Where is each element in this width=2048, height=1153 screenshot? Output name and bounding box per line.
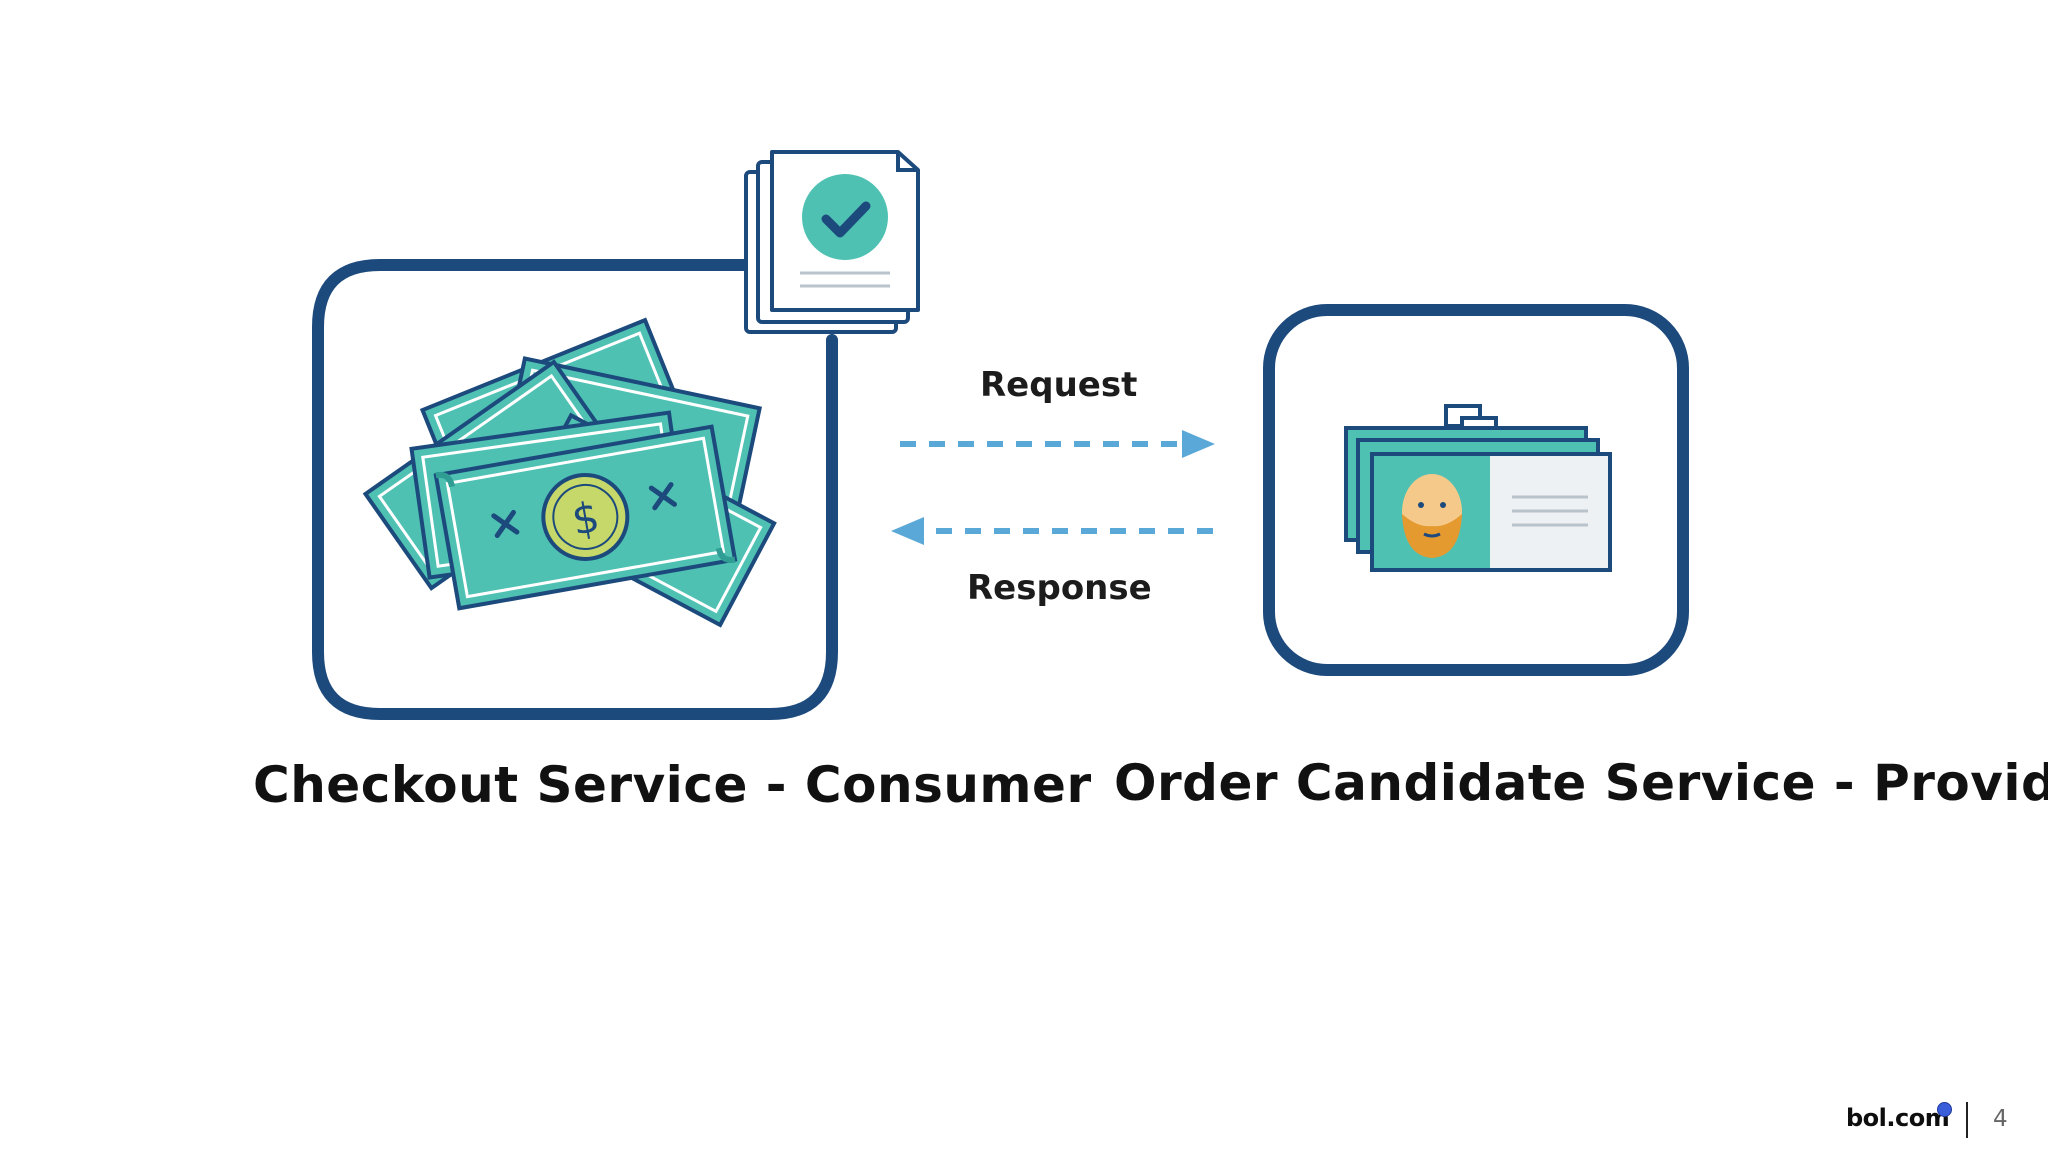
contract-document-icon [744,150,920,334]
brand-logo: bol.com [1846,1104,1950,1132]
page-number: 4 [1993,1106,2008,1132]
money-stack-icon: $ [362,317,777,628]
request-arrow [900,430,1215,458]
person-face-icon [1402,474,1462,558]
id-cards-icon [1344,404,1612,572]
checkmark-icon [802,174,888,260]
request-label: Request [980,365,1138,405]
brand-logo-dot-icon [1937,1102,1952,1117]
response-label: Response [967,568,1152,608]
provider-caption: Order Candidate Service - Provider [1114,754,2048,812]
footer-divider [1966,1102,1968,1138]
provider-frame [1263,304,1689,676]
consumer-caption: Checkout Service - Consumer [253,756,1092,814]
consumer-frame [312,259,838,720]
response-arrow [891,517,1213,545]
